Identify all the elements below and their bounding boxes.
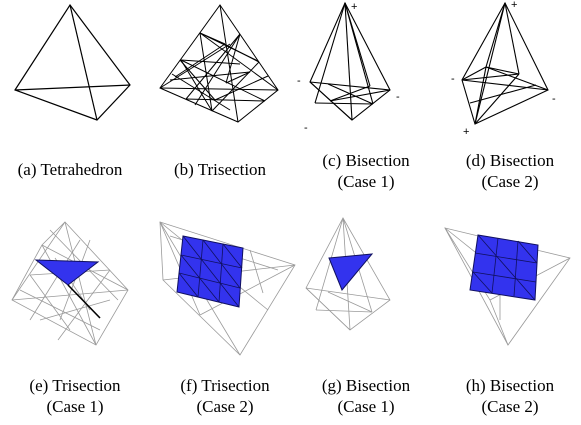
caption-b: (b) Trisection	[173, 160, 267, 179]
panel-a-tetrahedron	[14, 3, 131, 121]
sign-c-top: +	[351, 1, 357, 13]
sign-c-bottom: -	[304, 122, 308, 134]
panel-d-bisection-case2	[461, 1, 549, 125]
cut-line-e	[67, 284, 101, 319]
shaded-square-f	[176, 235, 244, 308]
panel-c-bisection-case1	[309, 1, 391, 121]
sign-d-bottom: +	[463, 126, 469, 138]
sign-c-right: -	[396, 91, 400, 103]
sign-d-right: -	[552, 93, 556, 105]
sign-d-top: +	[511, 0, 517, 11]
sign-c-left: -	[297, 75, 301, 87]
caption-g: (g) Bisection (Case 1)	[321, 376, 411, 416]
caption-h: (h) Bisection (Case 2)	[465, 376, 555, 416]
caption-a: (a) Tetrahedron	[17, 160, 123, 179]
caption-c: (c) Bisection (Case 1)	[322, 151, 410, 191]
shaded-triangle-e	[34, 259, 100, 286]
caption-d: (d) Bisection (Case 2)	[465, 151, 555, 191]
sign-d-left: -	[451, 73, 455, 85]
shaded-triangle-g	[328, 253, 374, 291]
shaded-square-h	[469, 234, 539, 301]
caption-e: (e) Trisection (Case 1)	[29, 376, 121, 416]
panel-e-trisection-case1	[11, 221, 129, 346]
caption-f: (f) Trisection (Case 2)	[180, 376, 270, 416]
panel-b-trisection	[159, 4, 279, 123]
